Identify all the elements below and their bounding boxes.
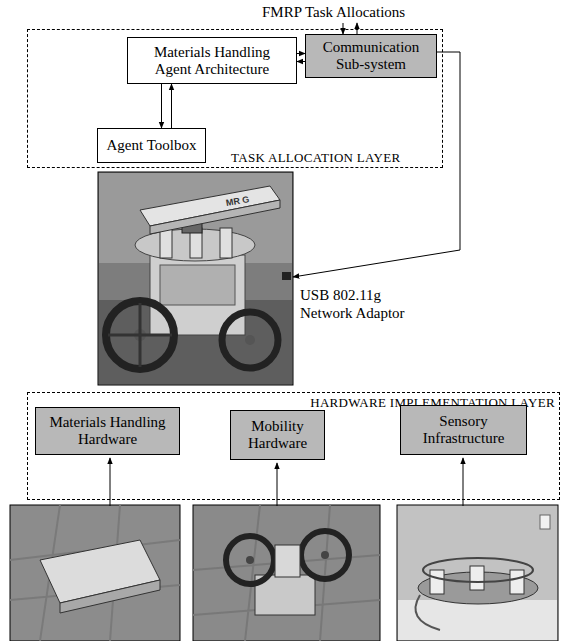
box-text: Sensory Infrastructure — [409, 413, 518, 447]
process-box: Agent Toolbox — [97, 128, 206, 163]
process-box: Materials Handling Agent Architecture — [127, 37, 297, 84]
layer-region: TASK ALLOCATION LAYER Materials Handling … — [27, 29, 443, 168]
hardware-box: Mobility Hardware — [230, 410, 325, 460]
box-text: Communication Sub-system — [314, 39, 428, 73]
robot-photo — [98, 172, 293, 385]
connector-arrow — [161, 84, 162, 128]
box-text: Materials Handling Hardware — [44, 414, 171, 448]
hardware-box: Sensory Infrastructure — [400, 405, 527, 455]
box-text: Mobility Hardware — [239, 418, 316, 452]
hardware-arrow — [463, 458, 464, 506]
sensor-ring-photo — [397, 505, 558, 641]
process-box: Communication Sub-system — [305, 34, 437, 78]
connector-arrow — [297, 61, 305, 62]
layer-region: HARDWARE IMPLEMENTATION LAYERMaterials H… — [27, 392, 560, 500]
adaptor-label: USB 802.11g Network Adaptor — [300, 286, 425, 322]
connector-arrow — [171, 84, 172, 128]
hardware-box: Materials Handling Hardware — [35, 407, 180, 455]
external-input-label: FMRP Task Allocations — [262, 3, 405, 21]
wheel-module-photo — [193, 505, 380, 641]
hardware-arrow — [110, 458, 111, 506]
conveyor-photo — [10, 505, 180, 641]
layer-title: TASK ALLOCATION LAYER — [231, 150, 400, 165]
connector-arrow — [297, 53, 305, 54]
box-text: Materials Handling Agent Architecture — [142, 44, 282, 78]
box-text: Agent Toolbox — [107, 137, 197, 154]
